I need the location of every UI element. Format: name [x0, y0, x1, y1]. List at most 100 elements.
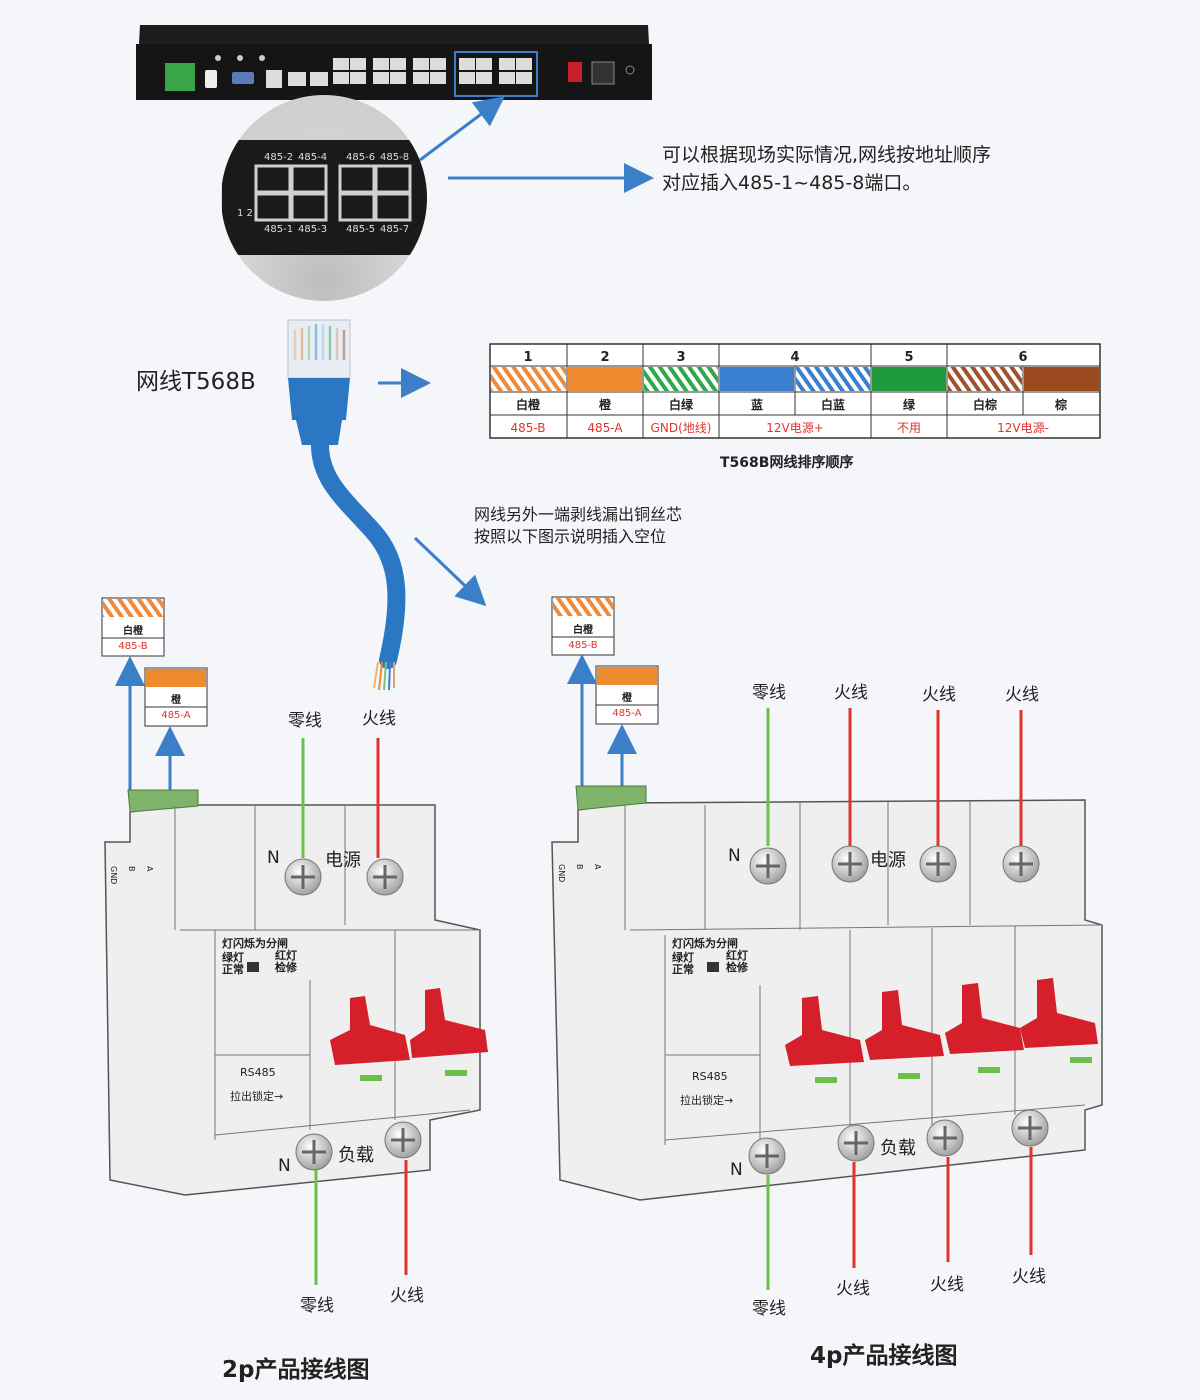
arrow-to-ports: [419, 96, 505, 162]
indicator-red: 红灯 检修: [275, 949, 297, 974]
rj45-ports: [333, 58, 532, 84]
terminal-label: GND: [557, 864, 566, 883]
screws-top: [749, 845, 1040, 885]
wire-label-live: 火线: [362, 709, 396, 729]
neutral-label: N: [278, 1156, 291, 1176]
zoom-side-label: 1 2: [237, 208, 253, 219]
wire-label-live: 火线: [1005, 685, 1039, 705]
port-label: 485-3: [298, 224, 328, 235]
wire-label-neutral: 零线: [752, 1299, 786, 1319]
tag-color: 白橙: [573, 625, 593, 636]
wire-color: 橙: [599, 397, 612, 412]
port-label: 485-5: [346, 224, 376, 235]
pin-number: 6: [1018, 350, 1027, 365]
indicator-red: 红灯 检修: [726, 949, 748, 974]
wire-label-live: 火线: [836, 1279, 870, 1299]
swatch-white-brown: [948, 367, 1022, 391]
terminal-label: GND: [109, 866, 118, 885]
wire-label-neutral: 零线: [288, 711, 322, 731]
pin-number: 5: [904, 350, 913, 365]
swatch-white-green: [644, 367, 718, 391]
note-strip-1: 网线另外一端剥线漏出铜丝芯: [474, 505, 683, 524]
port-label: 485-4: [298, 152, 328, 163]
note-plug-in-1: 可以根据现场实际情况,网线按地址顺序: [662, 144, 992, 166]
t568b-table: 1 2 3 4 5 6 白橙 橙 白绿 蓝 白蓝 绿 白棕 棕 485-B 48…: [489, 343, 1101, 439]
wire-color: 蓝: [751, 397, 763, 412]
terminal-label: A: [145, 866, 154, 872]
swatch-brown: [1024, 367, 1099, 391]
wire-function: 12V电源+: [766, 421, 824, 435]
wire-label-live: 火线: [922, 685, 956, 705]
breaker-handle[interactable]: [785, 996, 864, 1066]
rack-device: [136, 25, 652, 100]
terminal-label: B: [575, 864, 584, 870]
power-label: 电源: [870, 850, 906, 871]
wire-function: 不用: [897, 421, 921, 435]
vga-port-icon: [232, 72, 254, 84]
port-label: 485-1: [264, 224, 294, 235]
wire-label-live: 火线: [834, 683, 868, 703]
zoom-ports: [254, 164, 412, 222]
indicator-title: 灯闪烁为分闸: [672, 937, 738, 950]
tag-color: 白橙: [123, 626, 143, 637]
pin-number: 4: [790, 350, 799, 365]
swatch-blue: [720, 367, 794, 391]
neutral-label: N: [267, 848, 280, 868]
screws-bottom: [748, 1109, 1049, 1175]
wire-label-live: 火线: [390, 1286, 424, 1306]
caption-2p: 2p产品接线图: [222, 1357, 370, 1383]
terminal-label: B: [127, 866, 136, 872]
arrow-to-4p: [413, 536, 487, 607]
port-label: 485-7: [380, 224, 410, 235]
neutral-label: N: [730, 1160, 743, 1180]
wire-function: 485-A: [587, 421, 623, 435]
breaker-handle[interactable]: [1020, 978, 1098, 1048]
pin-number: 3: [676, 350, 685, 365]
port-label: 485-2: [264, 152, 294, 163]
wire-color: 白绿: [669, 397, 694, 412]
wire-label-live: 火线: [930, 1275, 964, 1295]
load-label: 负载: [880, 1138, 916, 1159]
wire-color: 绿: [903, 397, 916, 412]
breaker-handle[interactable]: [330, 996, 410, 1065]
terminal-label: A: [593, 864, 602, 870]
swatch-orange: [568, 367, 642, 391]
caption-4p: 4p产品接线图: [810, 1343, 958, 1369]
wire-color: 白蓝: [821, 397, 845, 412]
breaker-2p: [101, 597, 488, 1285]
terminal-block-icon: [165, 63, 195, 91]
load-label: 负载: [338, 1145, 374, 1166]
wire-label-neutral: 零线: [752, 683, 786, 703]
wire-function: GND(地线): [651, 421, 712, 435]
breaker-handle[interactable]: [410, 988, 488, 1058]
tag-function: 485-B: [118, 641, 148, 652]
breaker-handle[interactable]: [945, 983, 1024, 1054]
highlight-box: [454, 51, 538, 97]
breaker-4p: [551, 596, 1103, 1290]
note-plug-in-2: 对应插入485-1~485-8端口。: [662, 172, 922, 194]
pin-number: 1: [523, 350, 532, 365]
lock-label: 拉出锁定→: [230, 1090, 284, 1103]
tag-color: 橙: [171, 695, 181, 706]
tag-function: 485-A: [161, 710, 191, 721]
tag-color: 橙: [622, 693, 632, 704]
neutral-label: N: [728, 846, 741, 866]
power-switch-icon: [568, 62, 582, 82]
wire-function: 485-B: [510, 421, 545, 435]
table-caption: T568B网线排序顺序: [720, 455, 854, 471]
tag-function: 485-A: [612, 708, 642, 719]
breaker-handle[interactable]: [865, 990, 944, 1060]
indicator-green: 绿灯 正常: [672, 951, 694, 976]
cable-label: 网线T568B: [136, 369, 256, 395]
zoom-circle: [221, 95, 427, 301]
swatch-white-orange: [491, 367, 566, 391]
indicator-title: 灯闪烁为分闸: [222, 937, 288, 950]
rs485-label: RS485: [240, 1066, 276, 1079]
swatch-green: [872, 367, 946, 391]
indicator-green: 绿灯 正常: [222, 951, 244, 976]
wire-label-live: 火线: [1012, 1267, 1046, 1287]
wire-color: 白橙: [516, 397, 541, 412]
wire-color: 棕: [1054, 397, 1067, 412]
note-strip-2: 按照以下图示说明插入空位: [474, 527, 667, 546]
wire-function: 12V电源-: [997, 421, 1049, 435]
